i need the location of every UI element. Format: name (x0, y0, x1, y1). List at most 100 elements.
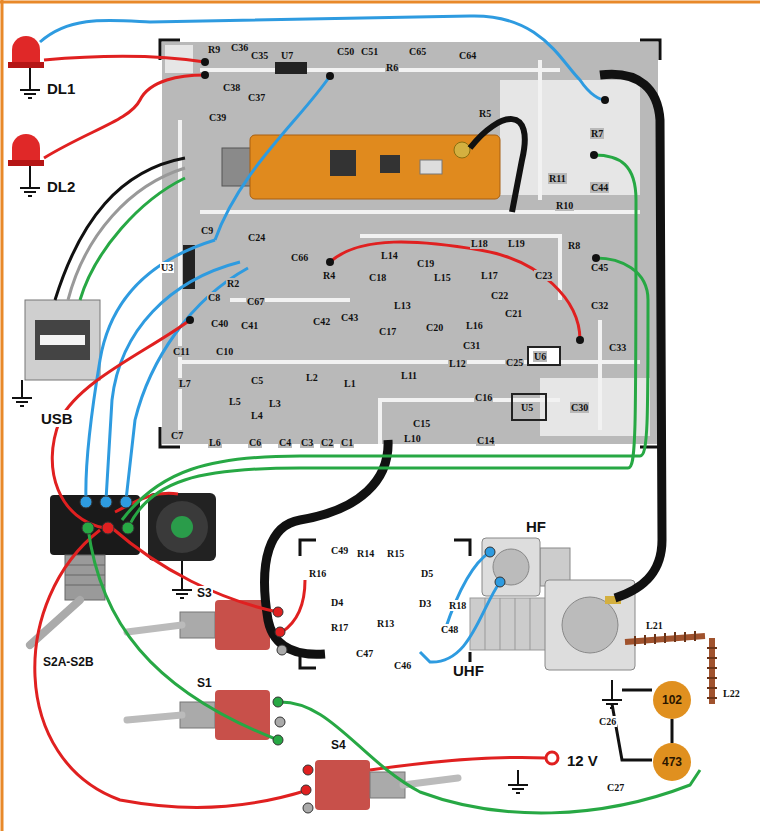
part-label: C25 (505, 357, 524, 368)
part-label: C3 (300, 437, 314, 448)
part-label: C51 (360, 46, 379, 57)
part-label: C1 (340, 437, 354, 448)
part-label: R7 (590, 128, 604, 139)
part-label: L11 (400, 370, 418, 381)
part-label: C30 (570, 402, 589, 413)
part-label: L13 (393, 300, 412, 311)
part-label: R15 (386, 548, 405, 559)
part-label: U5 (520, 402, 534, 413)
part-label: C33 (608, 342, 627, 353)
connector-label: 12 V (566, 752, 599, 769)
capacitor-disc: 473 (653, 743, 691, 781)
part-label: C41 (240, 320, 259, 331)
part-label: D3 (418, 598, 432, 609)
capacitor-value: 473 (662, 755, 682, 769)
part-label: L5 (228, 396, 242, 407)
connector-label: UHF (452, 662, 485, 679)
part-label: R17 (330, 622, 349, 633)
part-label: C40 (210, 318, 229, 329)
part-label: U6 (533, 351, 547, 362)
part-label: C45 (590, 262, 609, 273)
part-label: C4 (278, 437, 292, 448)
part-label: C37 (247, 92, 266, 103)
part-label: C14 (476, 435, 495, 446)
part-label: L16 (465, 320, 484, 331)
part-label: L2 (305, 372, 319, 383)
connector-label: DL2 (46, 178, 76, 195)
part-label: C49 (330, 545, 349, 556)
part-label: C67 (246, 296, 265, 307)
capacitor-disc: 102 (653, 681, 691, 719)
part-label: L19 (507, 238, 526, 249)
part-label: C20 (425, 322, 444, 333)
part-label: C66 (290, 252, 309, 263)
part-label: C24 (247, 232, 266, 243)
part-label: R6 (385, 62, 399, 73)
switch-label: S1 (196, 676, 213, 690)
part-label: C17 (378, 326, 397, 337)
part-label: C2 (320, 437, 334, 448)
part-label: C47 (355, 648, 374, 659)
part-label: C5 (250, 375, 264, 386)
capacitor-value: 102 (662, 693, 682, 707)
connector-label: HF (525, 518, 547, 535)
part-label: C39 (208, 112, 227, 123)
part-label: L22 (722, 688, 741, 699)
part-label: C6 (248, 437, 262, 448)
part-label: R14 (356, 548, 375, 559)
part-label: C44 (590, 182, 609, 193)
part-label: L12 (448, 358, 467, 369)
part-label: C7 (170, 430, 184, 441)
part-label: C16 (474, 392, 493, 403)
part-label: L21 (645, 620, 664, 631)
part-label: C43 (340, 312, 359, 323)
connector-label: DL1 (46, 80, 76, 97)
part-label: C19 (416, 258, 435, 269)
part-label: U7 (280, 50, 294, 61)
part-label: C35 (250, 50, 269, 61)
part-label: C11 (172, 346, 191, 357)
switch-label: S4 (330, 738, 347, 752)
part-label: L17 (480, 270, 499, 281)
part-label: C21 (504, 308, 523, 319)
part-label: C23 (534, 270, 553, 281)
part-label: C42 (312, 316, 331, 327)
part-label: C18 (368, 272, 387, 283)
part-label: R10 (555, 200, 574, 211)
part-label: C26 (598, 716, 617, 727)
part-label: C48 (440, 624, 459, 635)
part-label: L4 (250, 410, 264, 421)
part-label: C38 (222, 82, 241, 93)
part-label: C22 (490, 290, 509, 301)
part-label: L7 (178, 378, 192, 389)
part-label: R11 (548, 173, 567, 184)
switch-label: S2A-S2B (42, 655, 95, 669)
part-label: C46 (393, 660, 412, 671)
part-label: C50 (336, 46, 355, 57)
part-label: C64 (458, 50, 477, 61)
wire-connector (672, 719, 673, 743)
switch-label: S3 (196, 586, 213, 600)
part-label: L15 (433, 272, 452, 283)
part-label: L3 (268, 398, 282, 409)
part-label: L6 (208, 437, 222, 448)
part-label: R5 (478, 108, 492, 119)
part-label: L14 (380, 250, 399, 261)
part-label: R9 (207, 44, 221, 55)
connector-label: USB (40, 410, 74, 427)
part-label: C65 (408, 46, 427, 57)
part-label: C36 (230, 42, 249, 53)
part-label: U3 (160, 262, 174, 273)
part-label: L18 (470, 238, 489, 249)
part-label: D4 (330, 597, 344, 608)
part-label: C27 (606, 782, 625, 793)
part-label: R2 (226, 278, 240, 289)
part-label: C32 (590, 300, 609, 311)
part-label: C9 (200, 225, 214, 236)
part-label: C15 (412, 418, 431, 429)
part-label: R8 (567, 240, 581, 251)
part-label: R16 (308, 568, 327, 579)
part-label: R13 (376, 618, 395, 629)
